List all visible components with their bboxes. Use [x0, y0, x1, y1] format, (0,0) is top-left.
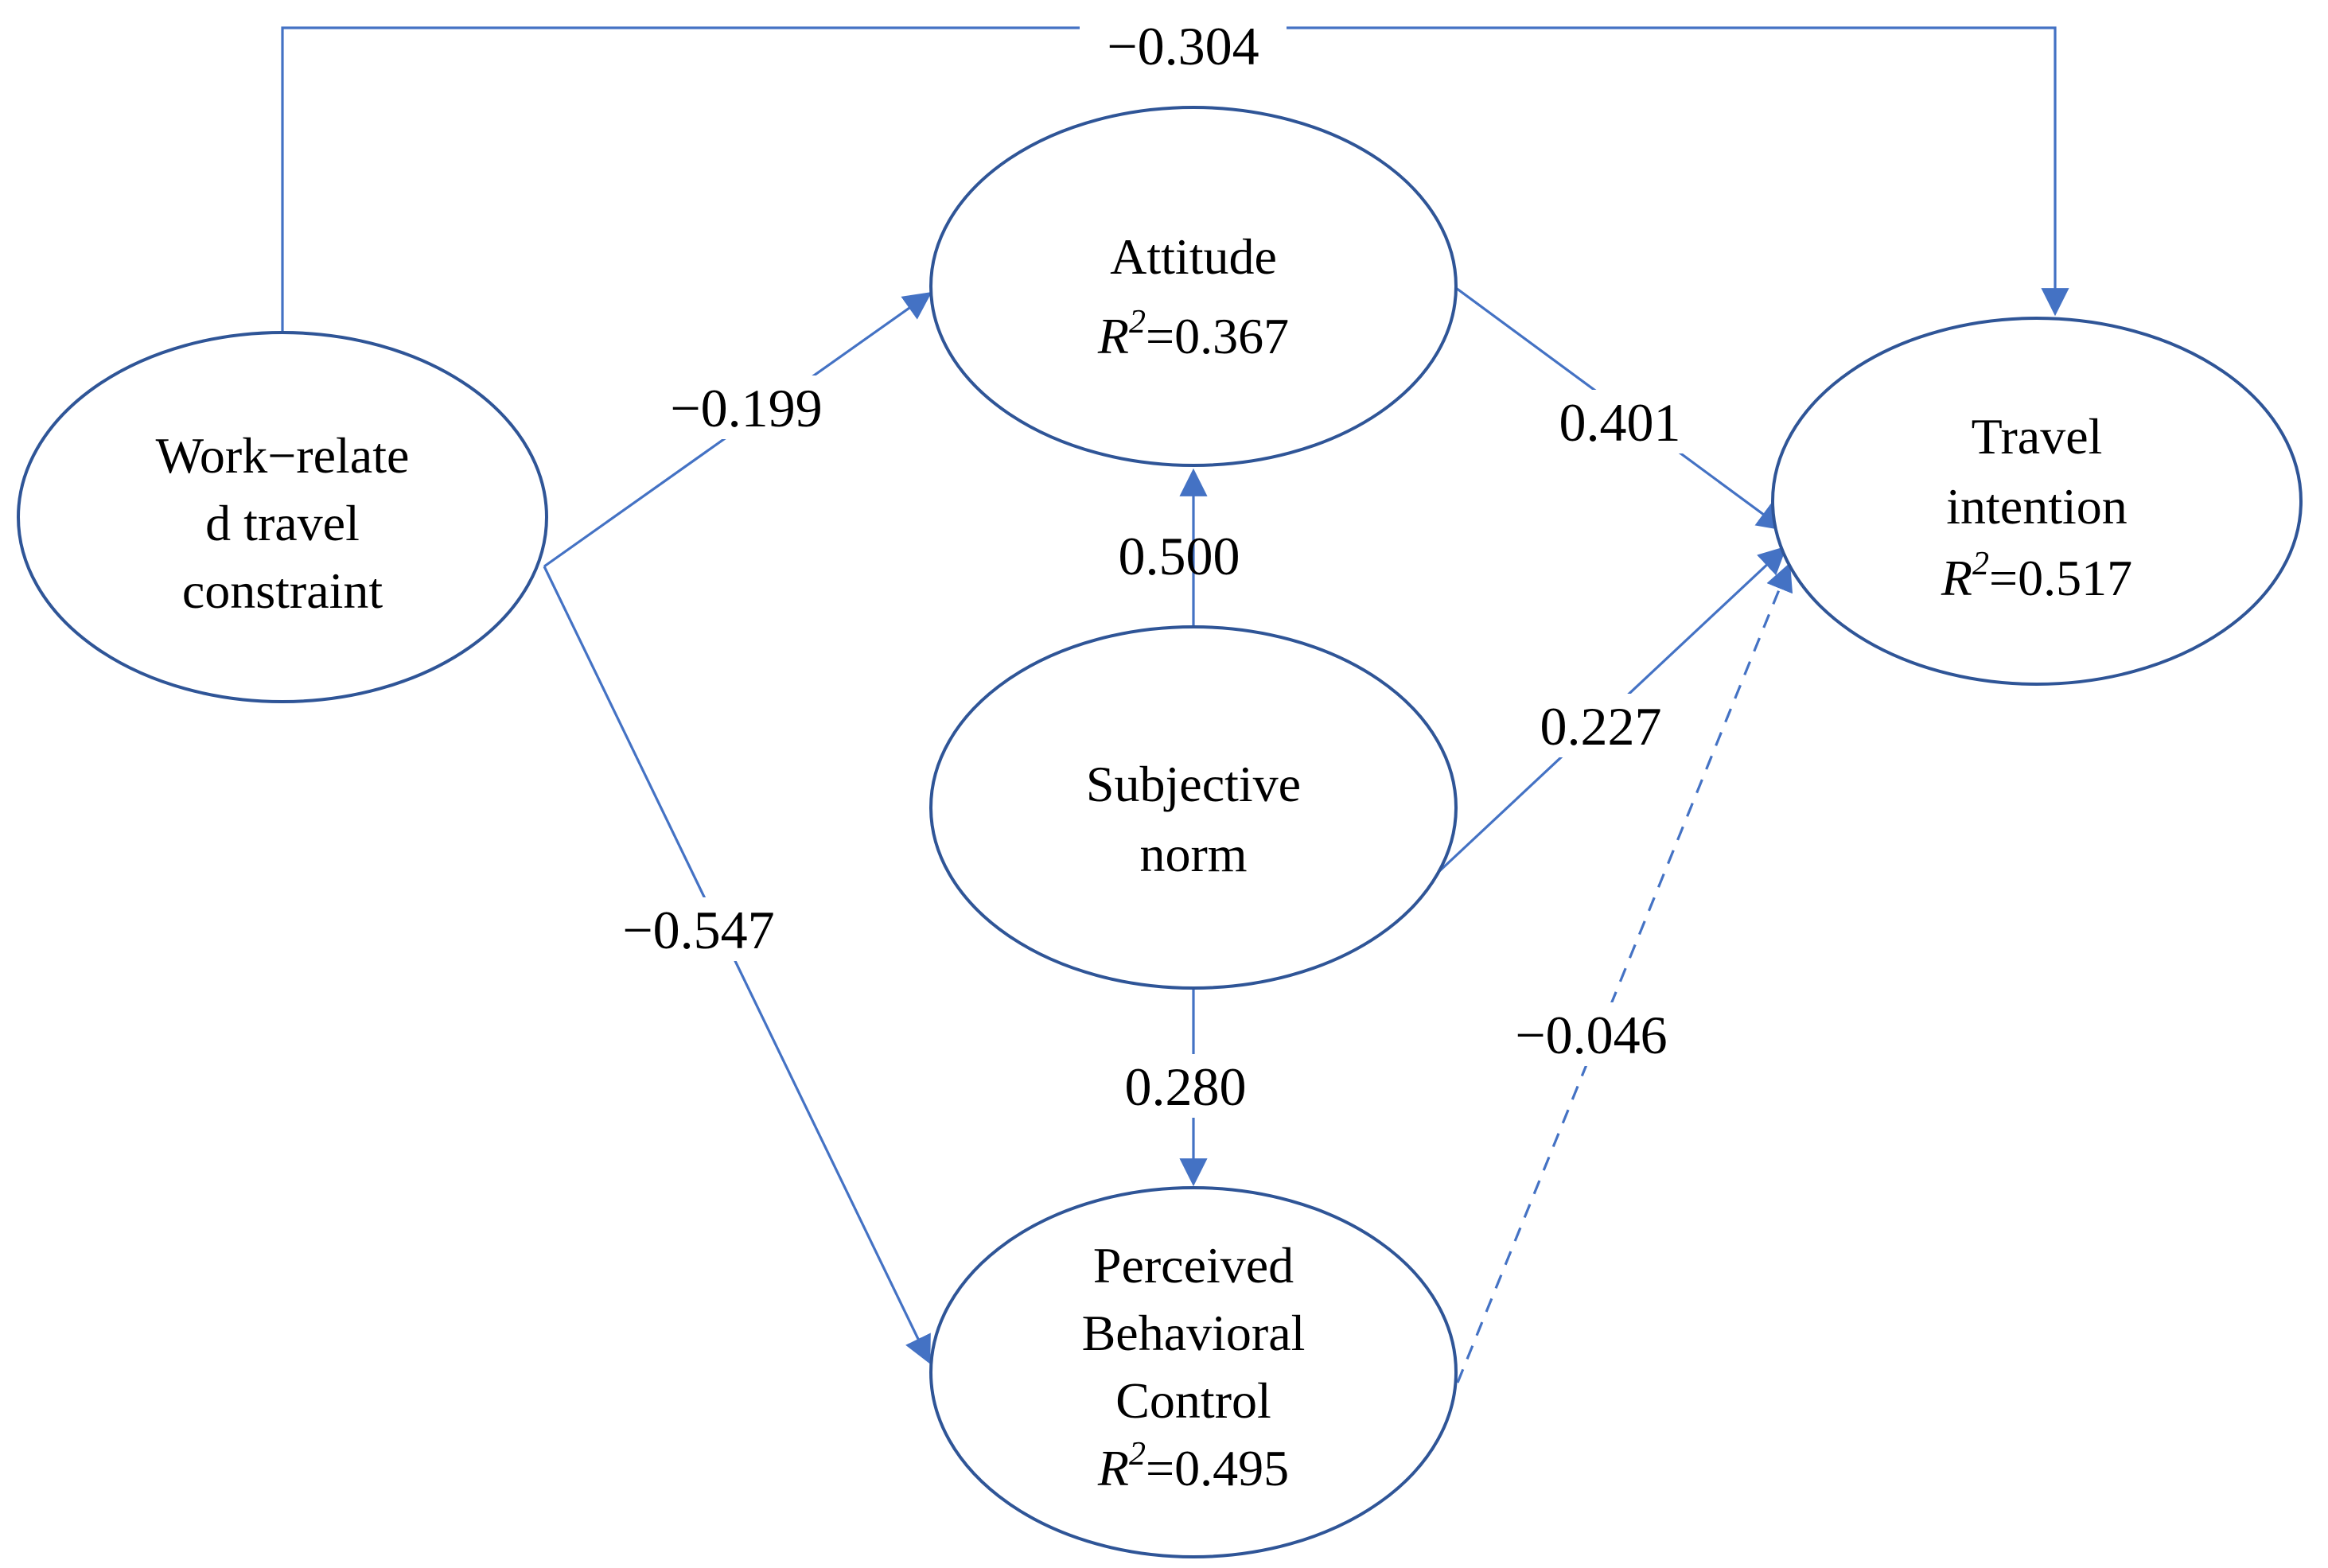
- pbc-label-line: Perceived: [1093, 1237, 1294, 1294]
- subjective-norm-ellipse: [929, 625, 1458, 990]
- node-subjective-norm: Subjective norm: [929, 625, 1458, 990]
- travel-intention-label-line: Travel: [1972, 408, 2103, 465]
- r2-value: =0.495: [1146, 1440, 1289, 1496]
- edge-label-bg: [595, 897, 802, 961]
- node-travel-intention: Travel intention R2=0.517: [1771, 317, 2303, 686]
- edge-coefficient-subjective-norm-travel-intention: 0.227: [1540, 696, 1662, 757]
- subjective-norm-label-line: norm: [1139, 826, 1247, 882]
- edge-coefficient-work-constraint-pbc: −0.547: [622, 900, 774, 960]
- r2-value: =0.517: [1989, 550, 2132, 606]
- edge-coefficient-subjective-norm-pbc: 0.280: [1125, 1056, 1247, 1117]
- edge-coefficient-work-constraint-attitude: −0.199: [670, 378, 822, 438]
- edge-coefficient-work-constraint-travel-intention: −0.304: [1107, 16, 1259, 76]
- pbc-ellipse: [929, 1186, 1458, 1558]
- edge-work-constraint-to-pbc: [543, 566, 931, 1364]
- node-attitude: Attitude R2=0.367: [929, 106, 1458, 467]
- edge-label-bg: [643, 375, 850, 439]
- r2-value: =0.367: [1146, 308, 1289, 364]
- r2-superscript: 2: [1972, 546, 1989, 582]
- edge-coefficient-pbc-travel-intention: −0.046: [1515, 1005, 1667, 1065]
- r2-symbol: R: [1097, 308, 1129, 364]
- edge-coefficient-subjective-norm-attitude: 0.500: [1119, 526, 1240, 586]
- r2-symbol: R: [1941, 550, 1972, 606]
- edge-label-bg: [1102, 1054, 1269, 1118]
- node-perceived-behavioral-control: Perceived Behavioral Control R2=0.495: [929, 1186, 1458, 1558]
- node-work-related-travel-constraint: Work−relate d travel constraint: [17, 331, 548, 703]
- edge-label-bg: [1488, 1002, 1695, 1066]
- pbc-label-line: Control: [1115, 1372, 1271, 1429]
- travel-intention-r2-label: R2=0.517: [1941, 546, 2132, 606]
- work-constraint-label-line: d travel: [205, 495, 360, 551]
- edge-label-bg: [1536, 390, 1703, 453]
- attitude-r2-label: R2=0.367: [1097, 304, 1289, 364]
- work-constraint-ellipse: [17, 331, 548, 703]
- r2-superscript: 2: [1129, 304, 1146, 340]
- edge-coefficient-attitude-travel-intention: 0.401: [1559, 392, 1681, 453]
- travel-intention-label-line: intention: [1946, 478, 2128, 535]
- pbc-label-line: Behavioral: [1082, 1305, 1306, 1361]
- subjective-norm-label-line: Subjective: [1086, 756, 1301, 812]
- attitude-label-line: Attitude: [1110, 228, 1277, 285]
- edge-label-bg: [1080, 14, 1287, 77]
- pbc-r2-label: R2=0.495: [1097, 1436, 1289, 1496]
- attitude-ellipse: [929, 106, 1458, 467]
- work-constraint-label-line: constraint: [182, 562, 383, 619]
- edge-pbc-to-travel-intention-dashed: [1456, 562, 1793, 1383]
- r2-symbol: R: [1097, 1440, 1129, 1496]
- r2-superscript: 2: [1129, 1436, 1146, 1473]
- work-constraint-label-line: Work−relate: [156, 427, 410, 484]
- travel-intention-ellipse: [1771, 317, 2303, 686]
- edge-label-bg: [1517, 694, 1684, 757]
